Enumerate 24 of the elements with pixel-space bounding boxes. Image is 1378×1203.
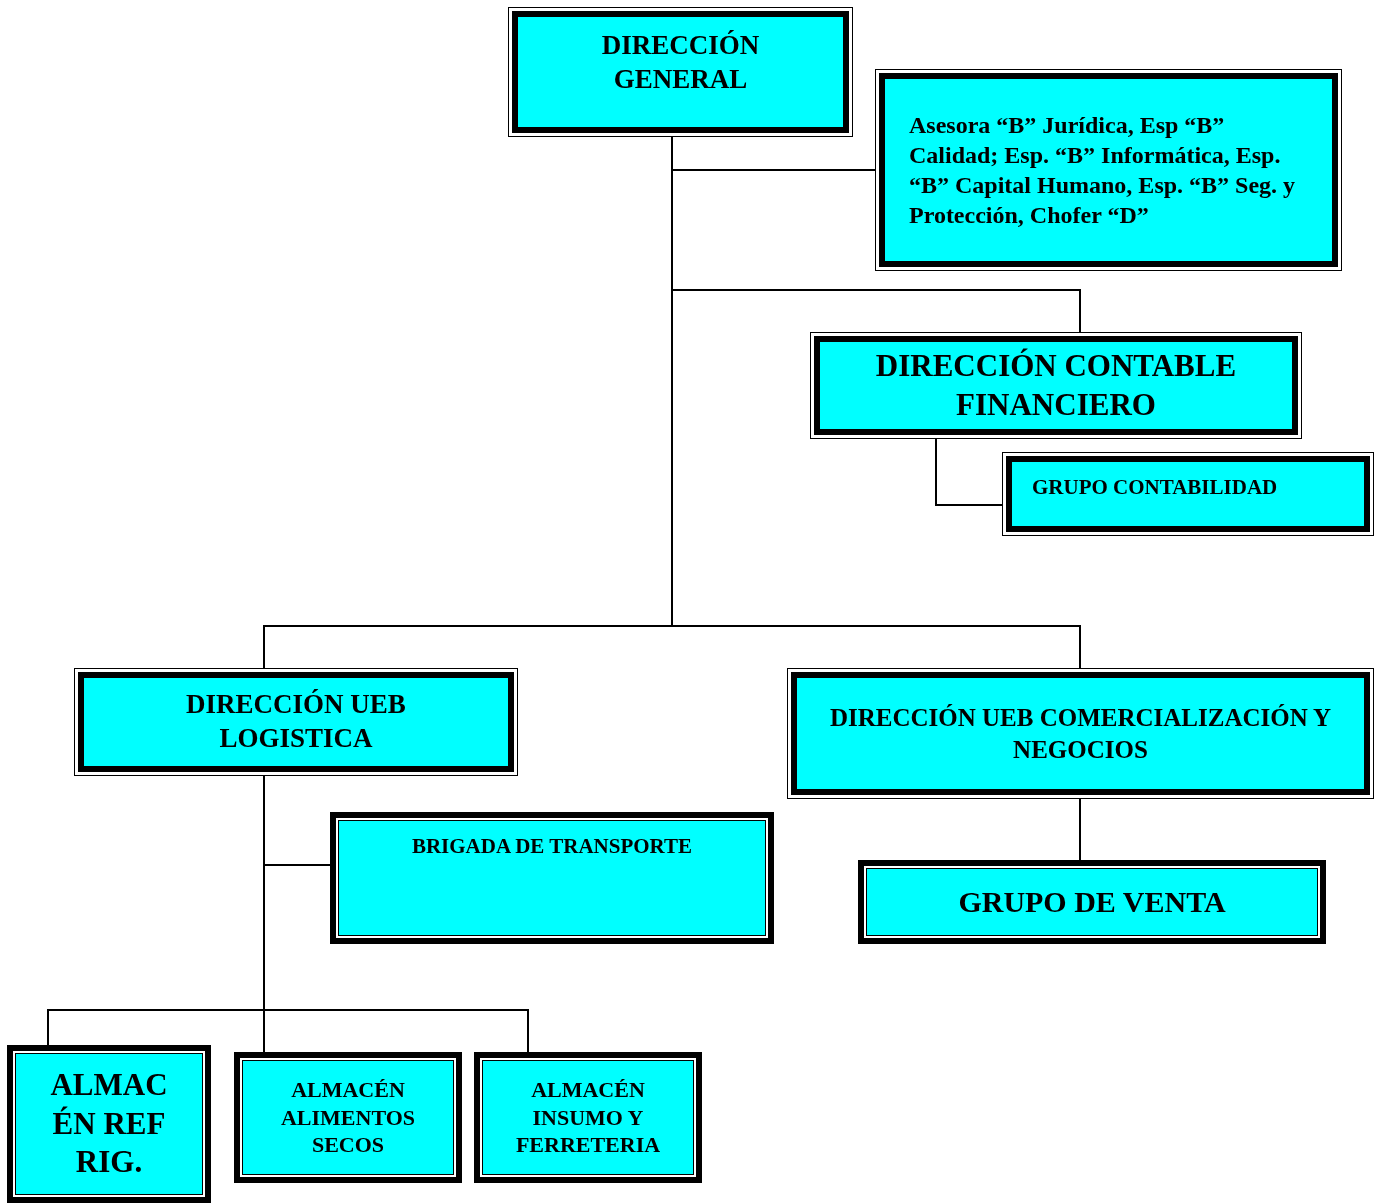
connector-line	[1079, 798, 1081, 861]
box-text: GRUPO CONTABILIDAD	[1032, 474, 1278, 501]
box-text: DIRECCIÓN GENERAL	[600, 29, 761, 96]
box-text: Asesora “B” Jurídica, Esp “B” Calidad; Esp. “B” Informática, Esp. “B” Capital Humano, Esp. “B” Seg. y Protección, Chofer “D”	[909, 111, 1297, 230]
org-box	[474, 1052, 702, 1183]
connector-line	[935, 438, 1003, 506]
org-box	[810, 332, 1302, 439]
box-text: GRUPO DE VENTA	[958, 884, 1226, 921]
org-box	[234, 1052, 462, 1183]
box-text: DIRECCIÓN CONTABLE FINANCIERO	[874, 346, 1238, 424]
org-box	[1002, 452, 1374, 536]
box-text: ALMACÉN INSUMO Y FERRETERIA	[514, 1076, 662, 1159]
org-box	[330, 812, 774, 944]
org-box	[787, 668, 1374, 799]
box-text: ALMACÉN REFRIG.	[49, 1065, 169, 1182]
box-text: DIRECCIÓN UEB COMERCIALIZACIÓN Y NEGOCIOS	[829, 703, 1332, 765]
box-text: ALMACÉN ALIMENTOS SECOS	[279, 1076, 417, 1159]
org-box	[875, 69, 1342, 271]
org-box	[7, 1045, 211, 1203]
org-box	[858, 860, 1326, 944]
box-text: DIRECCIÓN UEB LOGISTICA	[185, 688, 407, 755]
box-text: BRIGADA DE TRANSPORTE	[411, 833, 693, 860]
org-box	[508, 7, 853, 137]
org-box	[74, 668, 518, 776]
